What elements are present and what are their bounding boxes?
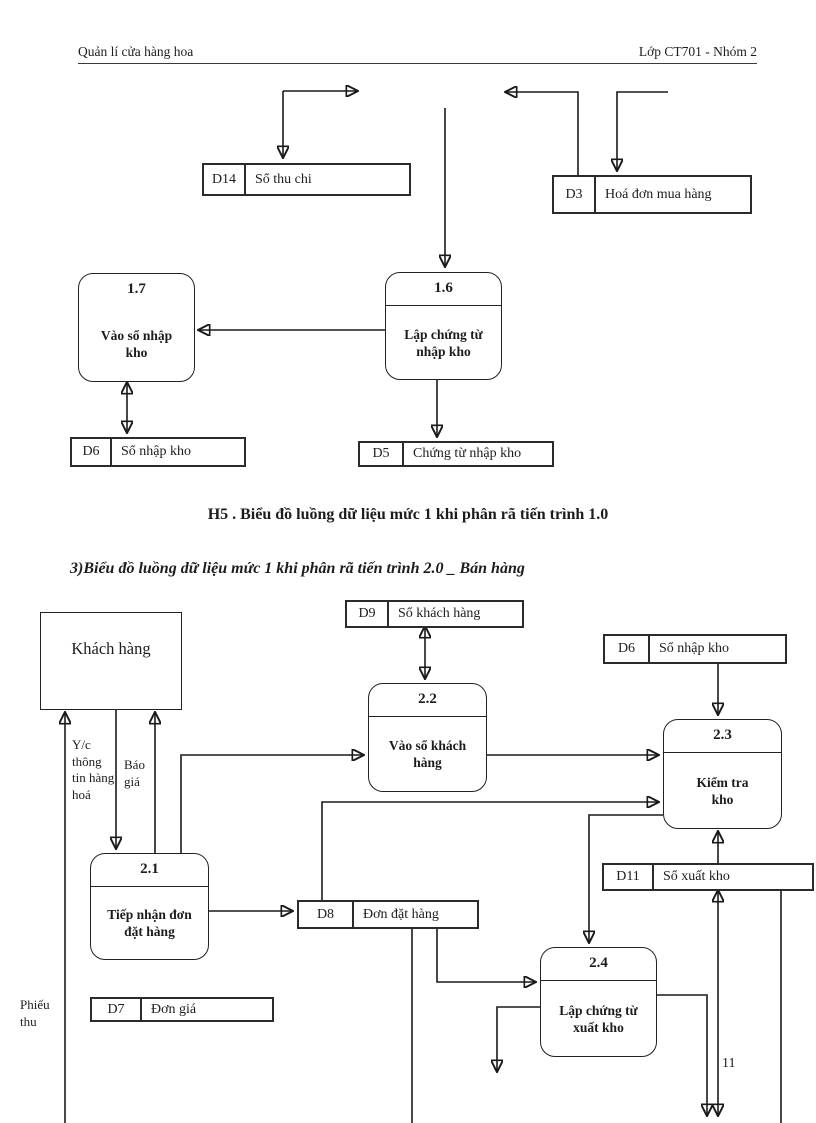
store-d3-code: D3 xyxy=(554,177,596,212)
store-d11-code: D11 xyxy=(604,865,654,889)
flow-d8-to-p23 xyxy=(321,802,658,900)
store-d8-name: Đơn đặt hàng xyxy=(363,906,439,922)
process-1-6: 1.6 Lập chứng từ nhập kho xyxy=(385,272,502,380)
flow-p24-out-down-right xyxy=(655,994,707,1115)
store-d11-name: Sổ xuất kho xyxy=(663,869,730,884)
process-1-7: 1.7 Vào sổ nhập kho xyxy=(78,273,195,382)
process-1-7-id: 1.7 xyxy=(127,281,146,297)
process-2-3-id: 2.3 xyxy=(664,720,781,753)
store-d7: D7 Đơn giá xyxy=(90,997,274,1022)
flow-p23-to-p24 xyxy=(589,814,663,942)
page-header: Quản lí cửa hàng hoa Lớp CT701 - Nhóm 2 xyxy=(78,44,757,64)
store-d3-name: Hoá đơn mua hàng xyxy=(605,186,712,202)
process-2-2: 2.2 Vào sổ khách hàng xyxy=(368,683,487,792)
store-d6-name: Sổ nhập kho xyxy=(121,444,191,459)
store-d7-name: Đơn giá xyxy=(151,1001,197,1017)
store-d7-code: D7 xyxy=(92,999,142,1020)
process-2-2-name: Vào sổ khách hàng xyxy=(388,738,467,770)
store-d11: D11 Sổ xuất kho xyxy=(602,863,814,891)
process-2-1: 2.1 Tiếp nhận đơn đặt hàng xyxy=(90,853,209,960)
store-d6b-code: D6 xyxy=(605,636,650,662)
flow-label-price-quote: Báo giá xyxy=(124,757,145,789)
store-d9: D9 Sổ khách hàng xyxy=(345,600,524,628)
flow-label-11: 11 xyxy=(722,1056,736,1071)
header-left-text: Quản lí cửa hàng hoa xyxy=(78,44,194,59)
flow-into-d3 xyxy=(617,91,668,170)
store-d5: D5 Chứng từ nhập kho xyxy=(358,441,554,467)
store-d6b-name: Sổ nhập kho xyxy=(659,641,729,656)
store-d6-code: D6 xyxy=(72,439,112,465)
process-2-3-name: Kiểm tra kho xyxy=(696,774,749,807)
process-2-4-id: 2.4 xyxy=(541,948,656,981)
process-1-6-name: Lập chứng từ nhập kho xyxy=(404,326,483,359)
process-1-6-id: 1.6 xyxy=(386,273,501,306)
flow-p21-to-p22 xyxy=(180,755,363,853)
process-2-4: 2.4 Lập chứng từ xuất kho xyxy=(540,947,657,1057)
store-d3: D3 Hoá đơn mua hàng xyxy=(552,175,752,214)
store-d5-code: D5 xyxy=(360,443,404,465)
flow-p24-out-down-left xyxy=(497,1006,540,1071)
store-d6: D6 Sổ nhập kho xyxy=(70,437,246,467)
flow-label-receipt: Phiếu thu xyxy=(20,997,50,1029)
process-2-1-id: 2.1 xyxy=(91,854,208,887)
header-right-text: Lớp CT701 - Nhóm 2 xyxy=(638,44,757,59)
store-d9-code: D9 xyxy=(347,602,389,626)
diagram1-caption: H5 . Biểu đồ luồng dữ liệu mức 1 khi phâ… xyxy=(207,506,609,523)
entity-customer: Khách hàng xyxy=(40,612,182,710)
store-d8-code: D8 xyxy=(299,902,354,927)
store-d5-name: Chứng từ nhập kho xyxy=(413,446,522,461)
process-2-3: 2.3 Kiểm tra kho xyxy=(663,719,782,829)
flow-d8-to-p24 xyxy=(436,925,535,982)
process-2-1-name: Tiếp nhận đơn đặt hàng xyxy=(107,907,192,939)
process-1-7-name: Vào sổ nhập kho xyxy=(100,327,173,360)
section-2-title: 3)Biểu đồ luồng dữ liệu mức 1 khi phân r… xyxy=(70,560,525,577)
store-d14-code: D14 xyxy=(204,165,246,194)
entity-customer-label: Khách hàng xyxy=(71,639,151,658)
process-2-4-name: Lập chứng từ xuất kho xyxy=(559,1002,638,1035)
flow-label-request-info: Y/c thông tin hàng hoá xyxy=(72,737,115,802)
process-2-2-id: 2.2 xyxy=(369,684,486,717)
store-d8: D8 Đơn đặt hàng xyxy=(297,900,479,929)
store-d9-name: Sổ khách hàng xyxy=(398,606,481,621)
store-d6b: D6 Sổ nhập kho xyxy=(603,634,787,664)
store-d14-name: Sổ thu chi xyxy=(255,171,312,187)
flow-d3-out-left xyxy=(506,92,579,175)
store-d14: D14 Sổ thu chi xyxy=(202,163,411,196)
